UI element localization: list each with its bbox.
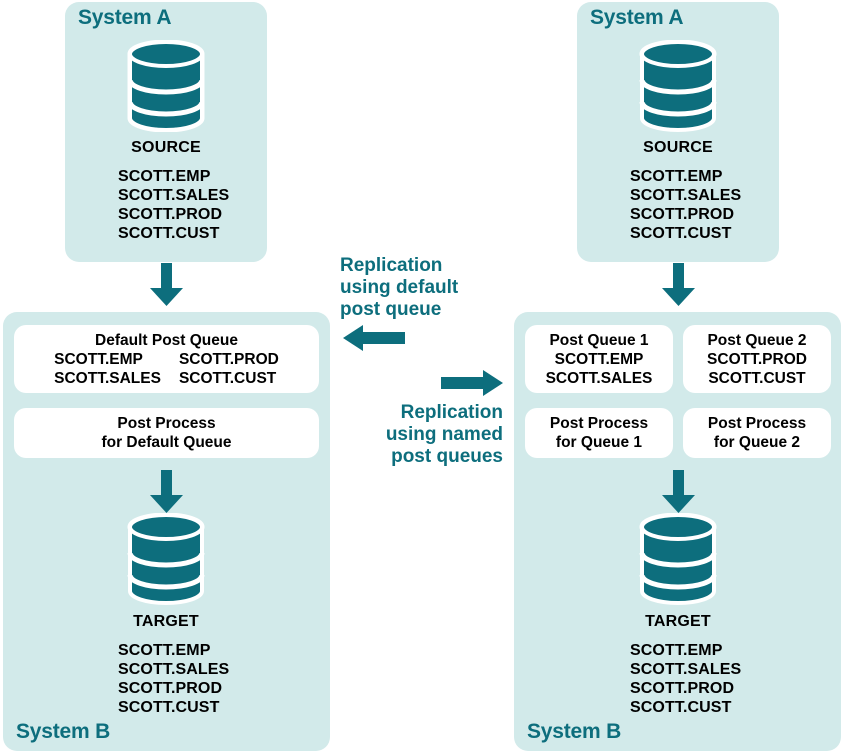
right-post-queue-2-card: Post Queue 2 SCOTT.PROD SCOTT.CUST [683, 325, 831, 393]
table-name: SCOTT.EMP [118, 642, 211, 659]
queue-card-title: Default Post Queue [95, 331, 238, 349]
right-system-b-title: System B [527, 720, 622, 743]
left-default-post-queue-card: Default Post Queue SCOTT.EMP SCOTT.SALES… [14, 325, 319, 393]
right-source-database-cylinder-icon [638, 39, 718, 132]
table-name: SCOTT.CUST [178, 369, 277, 387]
process-card-line1: Post Process [549, 415, 649, 432]
table-name: SCOTT.PROD [707, 350, 807, 368]
left-system-a-title: System A [78, 6, 172, 29]
queue-card-title: Post Queue 2 [707, 331, 807, 349]
right-post-process-1-card: Post Process for Queue 1 [525, 408, 673, 458]
right-source-table-list: SCOTT.EMP SCOTT.SALES SCOTT.PROD SCOTT.C… [630, 167, 741, 243]
left-target-database-cylinder-icon [126, 512, 206, 605]
right-arrow-down-icon [662, 263, 695, 306]
table-name: SCOTT.SALES [54, 369, 161, 387]
table-name: SCOTT.PROD [630, 680, 735, 697]
table-name: SCOTT.CUST [630, 225, 732, 242]
table-name: SCOTT.CUST [118, 225, 220, 242]
table-name: SCOTT.SALES [630, 661, 742, 678]
right-system-a-title: System A [590, 6, 684, 29]
process-card-line2: for Queue 2 [713, 434, 801, 451]
arrow-left-icon [343, 324, 405, 352]
left-arrow-down-icon [150, 263, 183, 306]
left-source-table-list: SCOTT.EMP SCOTT.SALES SCOTT.PROD SCOTT.C… [118, 167, 229, 243]
process-card-line1: Post Process [117, 415, 216, 432]
left-arrow-down-to-target-icon [150, 470, 183, 513]
table-name: SCOTT.EMP [118, 168, 211, 185]
left-source-label: SOURCE [131, 139, 201, 156]
left-system-b-title: System B [16, 720, 111, 743]
right-target-table-list: SCOTT.EMP SCOTT.SALES SCOTT.PROD SCOTT.C… [630, 641, 741, 717]
table-name: SCOTT.CUST [630, 699, 732, 716]
right-target-database-cylinder-icon [638, 512, 718, 605]
table-name: SCOTT.SALES [118, 187, 230, 204]
left-target-label: TARGET [133, 613, 199, 630]
table-name: SCOTT.CUST [708, 369, 806, 387]
right-post-queue-1-card: Post Queue 1 SCOTT.EMP SCOTT.SALES [525, 325, 673, 393]
label-line-1: Replication [400, 402, 503, 423]
right-arrow-down-to-target-icon [662, 470, 695, 513]
label-line-2: using default [340, 277, 459, 298]
table-name: SCOTT.SALES [118, 661, 230, 678]
table-name: SCOTT.EMP [630, 168, 723, 185]
table-name: SCOTT.SALES [630, 187, 742, 204]
queue-card-title: Post Queue 1 [549, 331, 649, 349]
arrow-right-icon [441, 369, 503, 397]
table-name: SCOTT.EMP [554, 350, 644, 368]
label-line-3: post queue [340, 299, 442, 320]
process-card-line2: for Queue 1 [555, 434, 643, 451]
table-name: SCOTT.SALES [545, 369, 653, 387]
right-target-label: TARGET [645, 613, 711, 630]
center-right-replication-label: Replication using named post queues [353, 402, 503, 468]
table-name: SCOTT.EMP [630, 642, 723, 659]
left-post-process-card: Post Process for Default Queue [14, 408, 319, 458]
table-name: SCOTT.PROD [118, 680, 223, 697]
table-name: SCOTT.PROD [178, 350, 279, 368]
left-target-table-list: SCOTT.EMP SCOTT.SALES SCOTT.PROD SCOTT.C… [118, 641, 229, 717]
table-name: SCOTT.EMP [54, 350, 143, 368]
process-card-line2: for Default Queue [101, 434, 232, 451]
label-line-2: using named [385, 424, 503, 445]
table-name: SCOTT.PROD [118, 206, 223, 223]
table-name: SCOTT.PROD [630, 206, 735, 223]
center-left-replication-label: Replication using default post queue [340, 255, 490, 321]
label-line-3: post queues [391, 446, 503, 467]
table-name: SCOTT.CUST [118, 699, 220, 716]
process-card-line1: Post Process [707, 415, 807, 432]
right-post-process-2-card: Post Process for Queue 2 [683, 408, 831, 458]
label-line-1: Replication [340, 255, 443, 276]
right-source-label: SOURCE [643, 139, 713, 156]
left-source-database-cylinder-icon [126, 39, 206, 133]
